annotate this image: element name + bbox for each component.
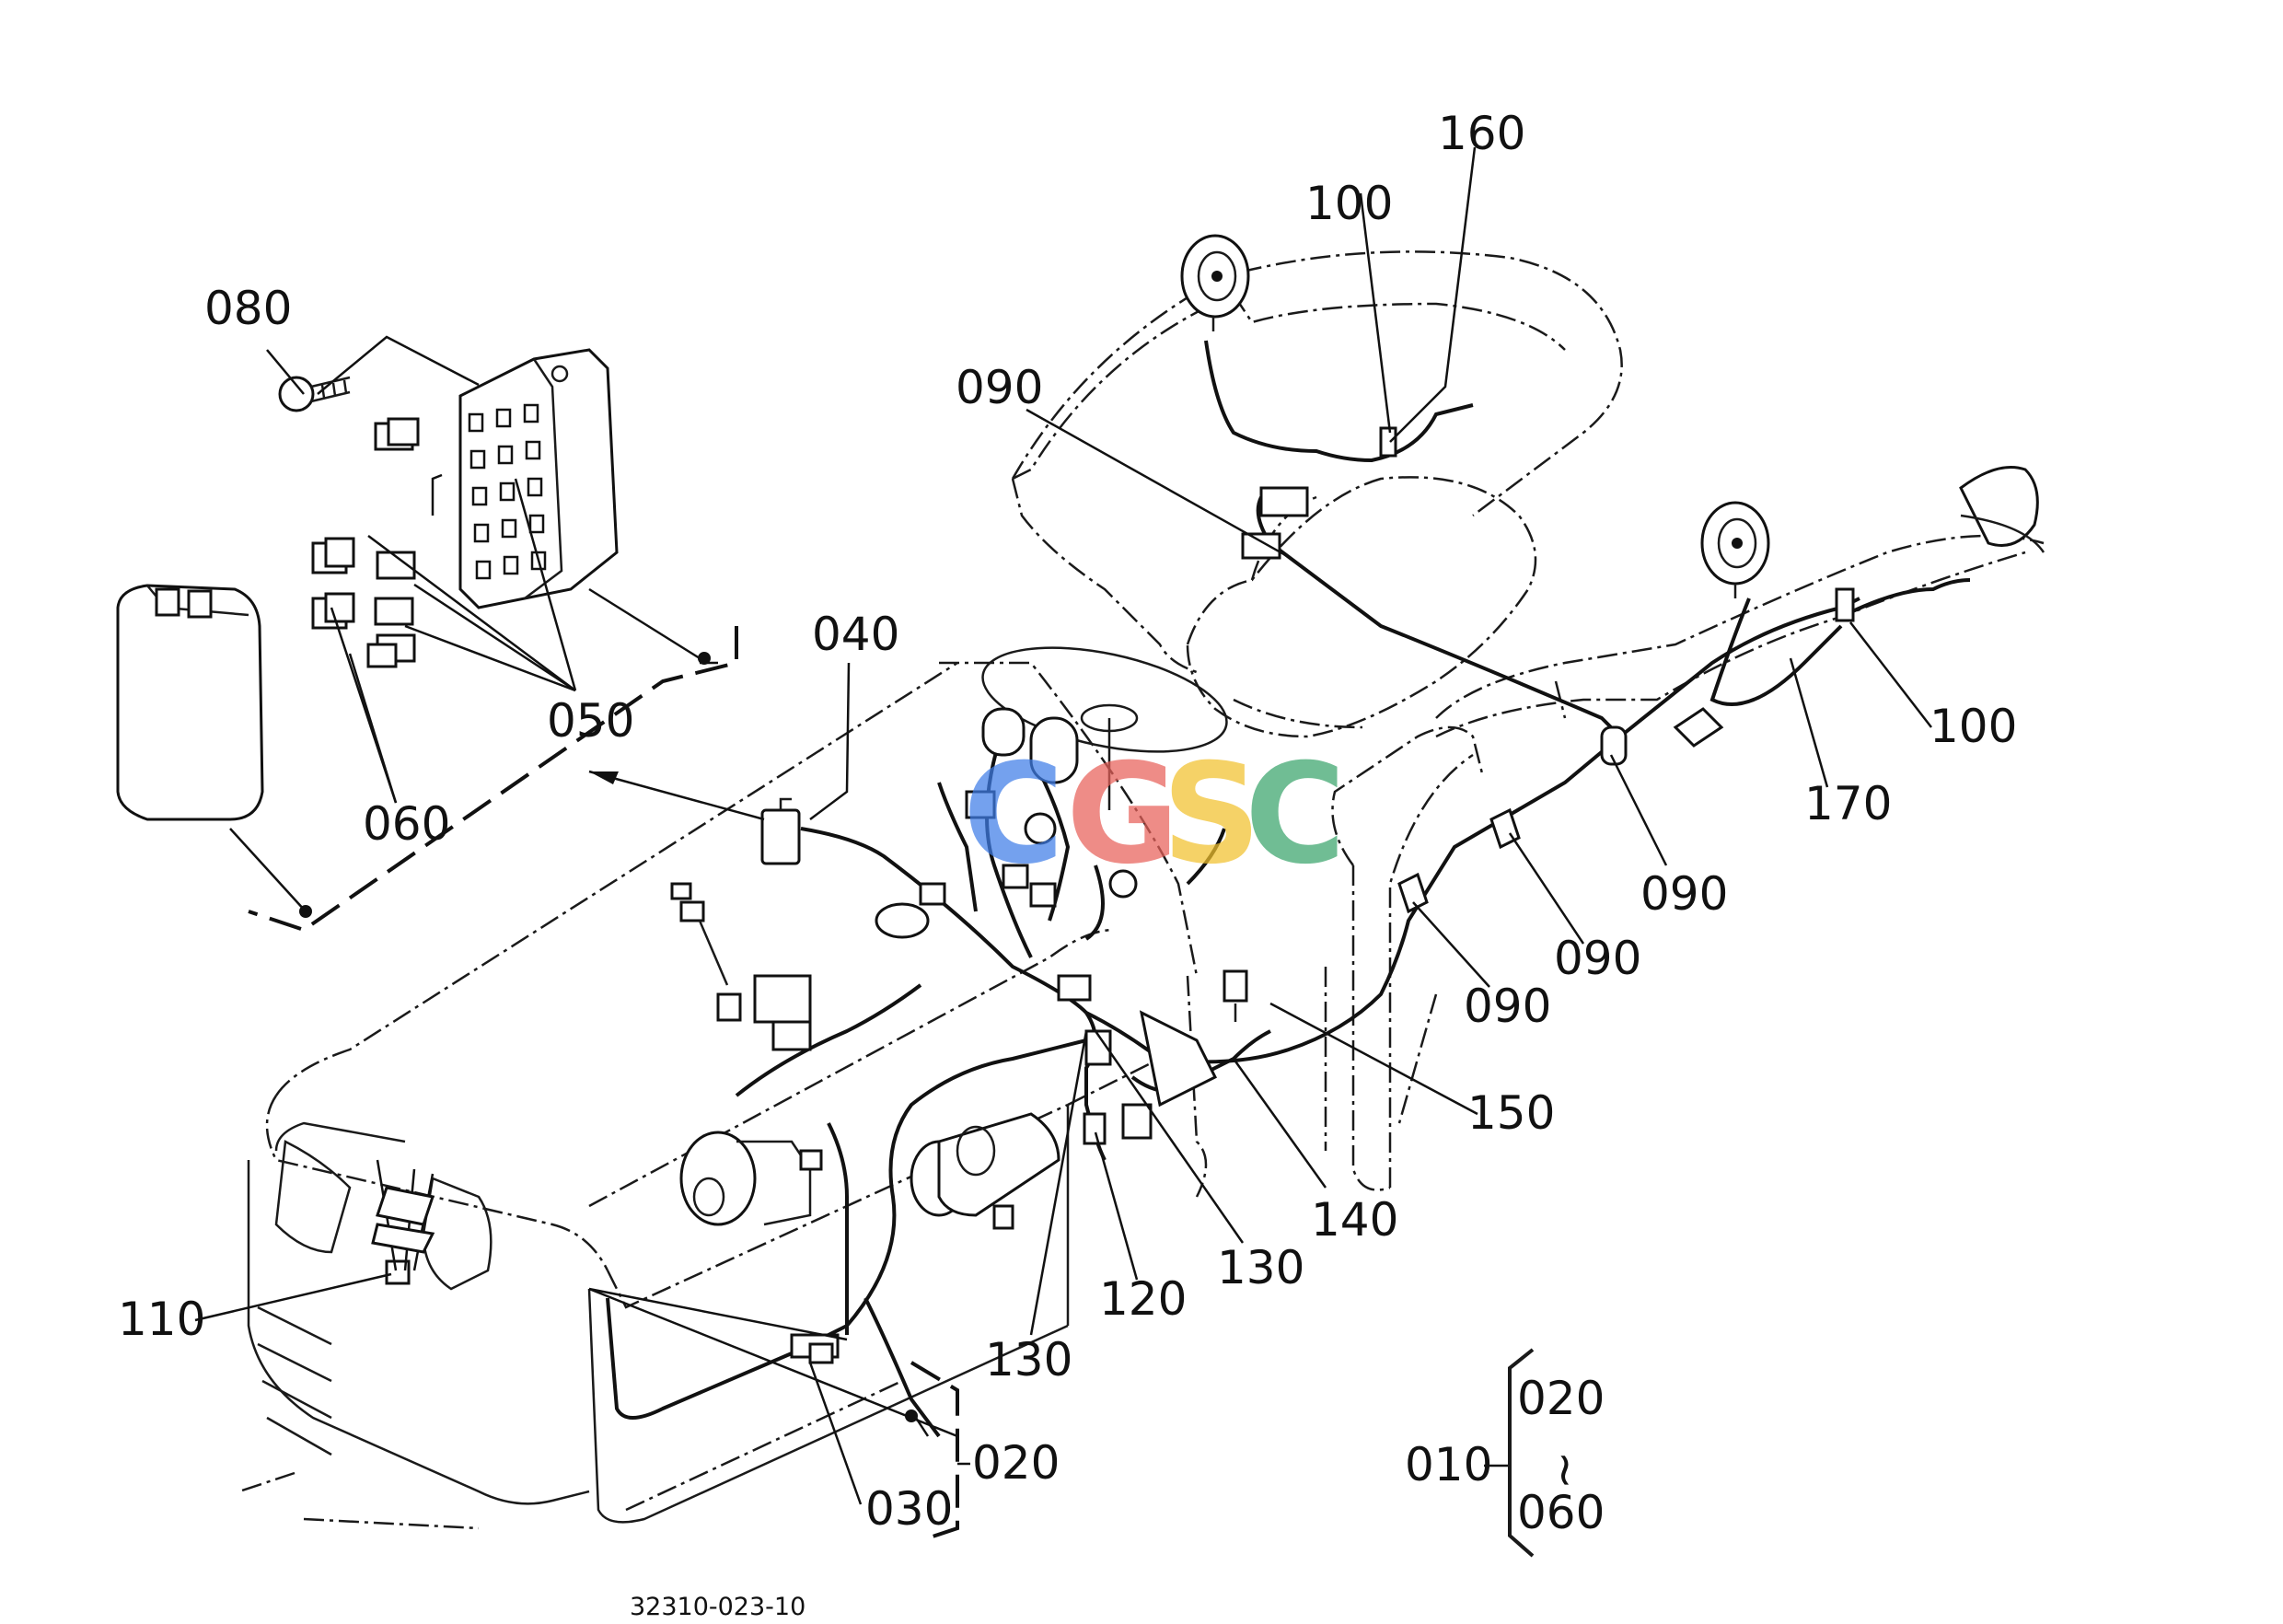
callout-090-c: 090 xyxy=(1464,980,1551,1033)
callout-090-top: 090 xyxy=(956,361,1043,414)
tail-light xyxy=(1959,466,2045,553)
fuse-harness-arrow xyxy=(588,770,765,821)
harness-components xyxy=(371,426,1855,1364)
fuses xyxy=(311,417,420,668)
figure-code: 32310-023-10 xyxy=(630,1593,805,1621)
callout-050: 050 xyxy=(547,694,634,748)
callout-100-right: 100 xyxy=(1930,700,2017,753)
assembly-legend: 010 020 ~ 060 xyxy=(1405,1348,1605,1558)
callout-130-right: 130 xyxy=(1217,1241,1304,1294)
callout-030: 030 xyxy=(865,1482,953,1536)
fuse-cover xyxy=(116,584,264,821)
watermark-letter-2: G xyxy=(1066,735,1179,895)
legend-brace xyxy=(1508,1348,1535,1558)
work-light-left xyxy=(1180,234,1250,331)
watermark-letter-3: S xyxy=(1162,735,1261,895)
callout-160: 160 xyxy=(1438,107,1525,160)
callout-090-a: 090 xyxy=(1640,867,1728,921)
starter-motor xyxy=(910,1112,1060,1230)
callout-080: 080 xyxy=(204,282,292,335)
tractor-body-outline xyxy=(238,250,2045,1530)
fuse-group-bracket xyxy=(229,335,738,933)
callout-020: 020 xyxy=(972,1436,1060,1490)
watermark-letter-1: C xyxy=(963,735,1064,895)
callout-150: 150 xyxy=(1467,1086,1555,1140)
harness-bracket xyxy=(588,1287,959,1539)
watermark: C G S C xyxy=(963,735,1346,895)
legend-range-sign: ~ xyxy=(1539,1451,1593,1490)
callout-110: 110 xyxy=(118,1293,205,1346)
legend-assembly: 010 xyxy=(1405,1438,1492,1491)
callout-040: 040 xyxy=(812,608,899,661)
callout-leaders xyxy=(194,146,1932,1505)
callout-130-bottom: 130 xyxy=(985,1333,1072,1386)
alternator xyxy=(679,1131,823,1226)
watermark-letter-4: C xyxy=(1245,735,1346,895)
callout-labels: 160 100 080 090 040 050 060 100 170 090 … xyxy=(118,107,2017,1536)
callout-090-b: 090 xyxy=(1554,932,1641,985)
work-light-right xyxy=(1700,501,1770,598)
callout-120: 120 xyxy=(1099,1272,1187,1326)
callout-170: 170 xyxy=(1804,777,1892,830)
fuse-box-assembly xyxy=(458,348,619,609)
bolt-080 xyxy=(278,376,351,412)
callout-100-top: 100 xyxy=(1305,177,1393,230)
legend-range-start: 020 xyxy=(1517,1372,1605,1425)
callout-140: 140 xyxy=(1311,1193,1398,1247)
callout-060: 060 xyxy=(363,797,450,851)
arrow-head xyxy=(589,771,619,784)
legend-range-end: 060 xyxy=(1517,1486,1605,1539)
